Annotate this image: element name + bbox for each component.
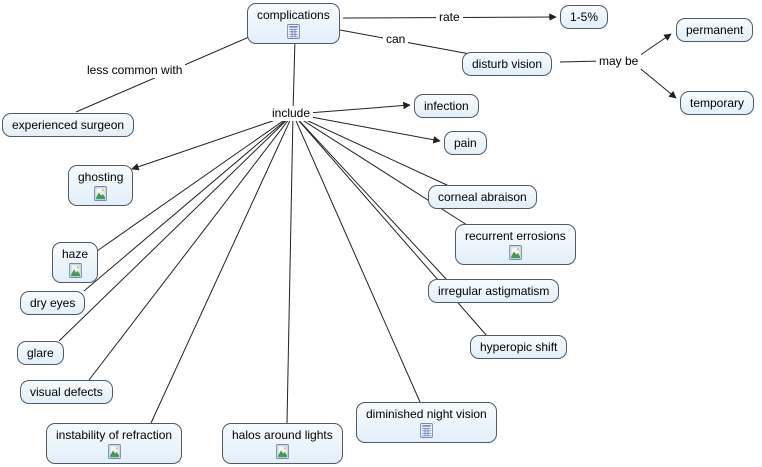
node-pain[interactable]: pain <box>444 131 487 156</box>
image-attachment-icon[interactable] <box>108 444 121 459</box>
linking-phrase-include[interactable]: include <box>269 106 314 121</box>
linking-phrase-can[interactable]: can <box>383 32 409 47</box>
node-corneal-abraison[interactable]: corneal abraison <box>428 185 537 210</box>
node-one-to-five-percent[interactable]: 1-5% <box>560 5 609 30</box>
node-label: infection <box>424 99 469 113</box>
node-complications[interactable]: complications <box>247 3 340 45</box>
linking-phrase-may-be[interactable]: may be <box>596 54 642 69</box>
node-disturb-vision[interactable]: disturb vision <box>462 52 553 77</box>
node-visual-defects[interactable]: visual defects <box>20 380 113 405</box>
image-attachment-icon[interactable] <box>509 245 522 260</box>
node-instability-of-refraction[interactable]: instability of refraction <box>46 423 183 465</box>
table-attachment-icon[interactable] <box>420 423 433 438</box>
node-label: haze <box>62 247 89 261</box>
node-diminished-night-vision[interactable]: diminished night vision <box>356 402 497 444</box>
linking-phrase-less-common-with[interactable]: less common with <box>84 63 186 78</box>
node-infection[interactable]: infection <box>414 94 479 119</box>
node-recurrent-errosions[interactable]: recurrent errosions <box>455 224 576 266</box>
node-label: experienced surgeon <box>12 118 125 132</box>
node-label: instability of refraction <box>56 428 173 442</box>
image-attachment-icon[interactable] <box>94 186 107 201</box>
node-glare[interactable]: glare <box>17 341 64 366</box>
node-label: recurrent errosions <box>465 229 566 243</box>
image-attachment-icon[interactable] <box>276 444 289 459</box>
node-ghosting[interactable]: ghosting <box>68 165 134 207</box>
node-label: halos around lights <box>232 428 333 442</box>
node-irregular-astigmatism[interactable]: irregular astigmatism <box>428 279 560 304</box>
node-haze[interactable]: haze <box>52 242 99 284</box>
node-label: hyperopic shift <box>480 340 558 354</box>
linking-phrase-rate[interactable]: rate <box>436 10 463 25</box>
node-halos-around-lights[interactable]: halos around lights <box>222 423 343 465</box>
image-attachment-icon[interactable] <box>69 263 82 278</box>
node-label: dry eyes <box>30 296 76 310</box>
node-dry-eyes[interactable]: dry eyes <box>20 291 86 316</box>
node-label: ghosting <box>78 170 124 184</box>
node-label: pain <box>454 136 477 150</box>
node-temporary[interactable]: temporary <box>680 91 755 116</box>
node-label: visual defects <box>30 385 103 399</box>
node-label: diminished night vision <box>366 407 487 421</box>
node-label: disturb vision <box>472 57 543 71</box>
node-label: temporary <box>690 96 745 110</box>
node-label: 1-5% <box>570 10 599 24</box>
node-label: permanent <box>686 23 744 37</box>
node-hyperopic-shift[interactable]: hyperopic shift <box>470 335 568 360</box>
node-permanent[interactable]: permanent <box>676 18 754 43</box>
node-label: corneal abraison <box>438 190 527 204</box>
table-attachment-icon[interactable] <box>287 24 300 39</box>
node-label: glare <box>27 346 54 360</box>
node-label: complications <box>257 8 330 22</box>
node-label: irregular astigmatism <box>438 284 550 298</box>
node-experienced-surgeon[interactable]: experienced surgeon <box>2 113 135 138</box>
